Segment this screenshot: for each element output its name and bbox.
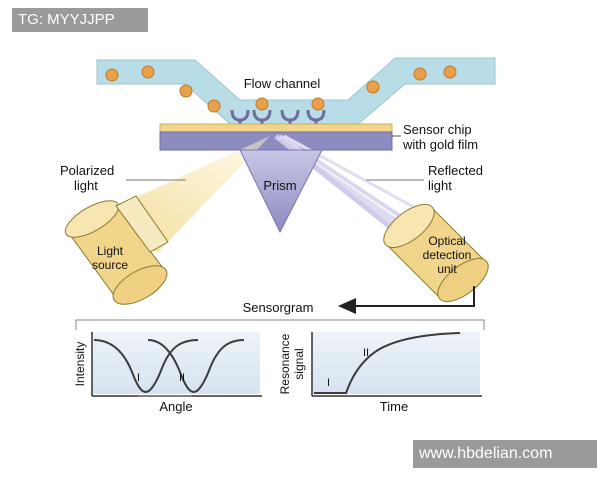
sensor-chip-label-2: with gold film [402,137,478,152]
polarized-label-2: light [74,178,98,193]
light-source-label-2: source [92,258,128,272]
sensor-chip-label-1: Sensor chip [403,122,472,137]
polarized-label-1: Polarized [60,163,114,178]
reflected-label-2: light [428,178,452,193]
particle [105,68,119,82]
phase-ii-label: II [363,347,369,359]
plots-bracket [75,319,485,330]
plot-left-ylabel: Intensity [73,342,87,387]
prism-label: Prism [263,178,296,193]
watermark-bottom: www.hbdelian.com [413,440,597,468]
light-source-label-1: Light [97,244,124,258]
sensorgram-label: Sensorgram [243,300,314,315]
resonance-curve [314,332,461,394]
particle [366,80,380,94]
detector-label-2: detection [423,248,472,262]
particle [443,65,457,79]
optical-detection-unit [383,203,489,303]
particle [207,99,221,113]
particle [311,97,325,111]
plot-right-ylabel-2: signal [292,348,306,379]
curve-ii [147,339,245,394]
phase-i-label: I [327,377,330,389]
reflected-label-1: Reflected [428,163,483,178]
flow-channel-label: Flow channel [244,76,321,91]
sensorgram-arrow [338,286,475,314]
detector-label-3: unit [437,262,457,276]
watermark-top: TG: MYYJJPP [12,8,148,32]
prism [239,149,323,234]
particle [255,97,269,111]
plot-right-xlabel: Time [380,399,408,414]
light-source [64,195,169,305]
particle [413,67,427,81]
analyte-particles [105,65,457,113]
particle [179,84,193,98]
plot-left-xlabel: Angle [159,399,192,414]
plot-intensity-angle [91,332,262,397]
receptors [230,109,326,124]
plot-resonance-time [311,332,482,397]
curve-i-label: I [137,372,140,384]
particle [141,65,155,79]
curve-ii-label: II [179,372,185,384]
flow-channel [96,57,496,125]
plot-right-ylabel-1: Resonance [278,333,292,394]
detector-label-1: Optical [428,234,465,248]
